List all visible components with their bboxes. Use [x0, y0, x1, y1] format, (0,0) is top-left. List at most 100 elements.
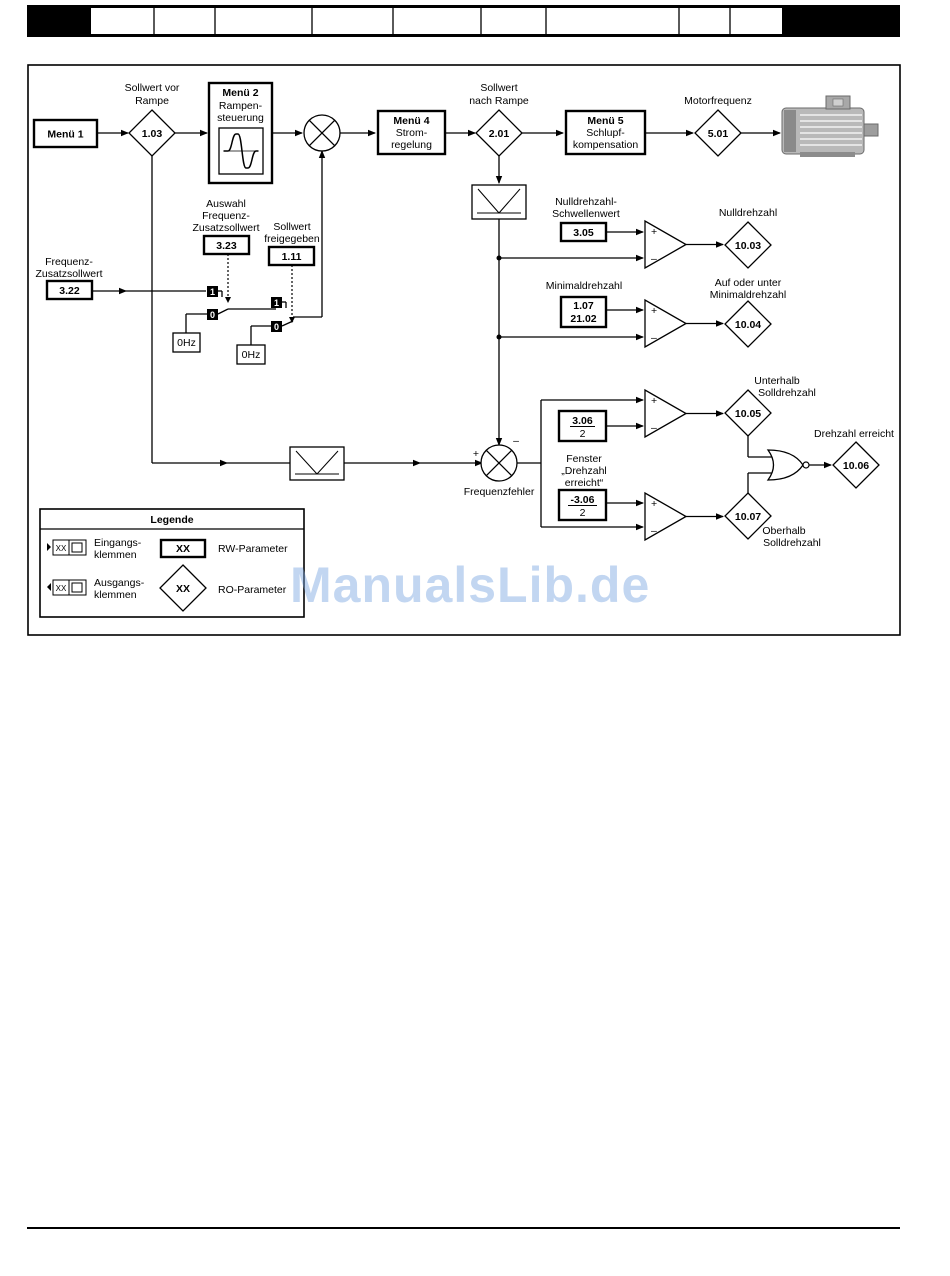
label-nulldrehzahl-schwelle-2: Schwellenwert: [552, 208, 620, 220]
legend-ro-label: RO-Parameter: [218, 584, 287, 596]
label-nach-rampe: nach Rampe: [469, 95, 529, 107]
comparator-4: [644, 491, 688, 542]
legend-eingang-klemmen: klemmen: [94, 549, 137, 561]
zero-hz-label-2: 0Hz: [242, 349, 261, 361]
comparator-4-minus: –: [651, 525, 657, 537]
label-auswahl-frequenz: Frequenz-: [202, 210, 250, 222]
param-5-01: 5.01: [708, 128, 729, 140]
label-sollwert-frei: Sollwert: [273, 221, 310, 233]
label-fenster-erreicht: erreicht“: [565, 477, 604, 489]
label-sollwert-nach: Sollwert: [480, 82, 517, 94]
param-10-03-diamond: [724, 221, 772, 269]
label-minimaldrehzahl: Minimaldrehzahl: [546, 280, 622, 292]
ramp-curve-icon: [224, 133, 258, 169]
ramp-block-bottom: [289, 446, 345, 481]
param-1-11: 1.11: [282, 251, 302, 263]
watermark: ManualsLib.de: [290, 557, 651, 613]
legend-output-xx: XX: [56, 584, 67, 593]
label-drehzahl-erreicht: Drehzahl erreicht: [814, 428, 894, 440]
param-3-06: 3.06: [572, 415, 593, 427]
comparator-2: [644, 298, 688, 349]
menu1-label: Menü 1: [47, 129, 83, 141]
zero-hz-box-2: [236, 344, 266, 365]
switch1-input-0: [207, 309, 218, 320]
legend-ausgang-klemmen: klemmen: [94, 589, 137, 601]
param-21-02: 21.02: [570, 313, 596, 325]
menu4-line2: regelung: [391, 139, 432, 151]
label-frequenz: Frequenz-: [45, 256, 93, 268]
comparator-2-plus: +: [651, 305, 657, 317]
diagram-frame: [27, 64, 901, 636]
param-1-07: 1.07: [573, 300, 594, 312]
param-1-03: 1.03: [142, 128, 163, 140]
legend-rw-label: RW-Parameter: [218, 543, 288, 555]
switch2-label-1: 1: [274, 298, 279, 308]
label-fenster: Fenster: [566, 453, 602, 465]
label-zusatzsollwert: Zusatzsollwert: [35, 268, 102, 280]
param-10-05: 10.05: [735, 408, 761, 420]
param-1-07-box: [559, 295, 608, 329]
param-10-07-diamond: [724, 492, 772, 540]
label-oberhalb-soll: Solldrehzahl: [763, 537, 821, 549]
legend-title: Legende: [150, 514, 193, 526]
header-bar: [27, 5, 900, 37]
param-neg-3-06: -3.06: [571, 494, 595, 506]
legend-ro-symbol: [159, 564, 207, 612]
nor-gate: [766, 449, 804, 481]
footer-line: [27, 1227, 900, 1229]
comparator-1: [644, 219, 688, 270]
param-2-01: 2.01: [489, 128, 510, 140]
menu5-line2: kompensation: [573, 139, 639, 151]
switch1-input-1: [207, 286, 218, 297]
param-3-23-box: [202, 234, 251, 256]
motor-icon: [781, 95, 879, 157]
label-auswahl-zusatz: Zusatzsollwert: [192, 222, 259, 234]
param-10-06-diamond: [832, 441, 880, 489]
label-auswahl: Auswahl: [206, 198, 246, 210]
param-10-04: 10.04: [735, 319, 761, 331]
label-unterhalb-soll: Solldrehzahl: [758, 387, 816, 399]
legend-ro-xx: XX: [176, 583, 190, 595]
label-auf-oder-unter-min: Minimaldrehzahl: [710, 289, 786, 301]
label-motorfrequenz: Motorfrequenz: [684, 95, 752, 107]
menu2-line2: steuerung: [217, 112, 264, 124]
param-10-03: 10.03: [735, 240, 761, 252]
menu2-line1: Rampen-: [219, 100, 263, 112]
zero-hz-box-1: [172, 332, 201, 353]
comparator-4-plus: +: [651, 498, 657, 510]
param-10-07: 10.07: [735, 511, 761, 523]
param-3-05: 3.05: [573, 227, 594, 239]
menu5-line1: Schlupf-: [586, 127, 625, 139]
label-auf-oder-unter: Auf oder unter: [715, 277, 782, 289]
menu4-box: [376, 109, 447, 156]
switch1-label-0: 0: [210, 310, 215, 320]
comparator-1-plus: +: [651, 226, 657, 238]
switch1-label-1: 1: [210, 287, 215, 297]
ramp-block-top: [471, 184, 527, 220]
label-oberhalb: Oberhalb: [762, 525, 805, 537]
menu5-box: [564, 109, 647, 156]
label-frequenzfehler: Frequenzfehler: [464, 486, 535, 498]
switch2-input-1: [271, 297, 282, 308]
label-nulldrehzahl-schwelle-1: Nulldrehzahl-: [555, 196, 617, 208]
param-10-04-diamond: [724, 300, 772, 348]
comparator-3-plus: +: [651, 395, 657, 407]
zero-hz-label-1: 0Hz: [177, 337, 196, 349]
menu4-title: Menü 4: [393, 115, 429, 127]
label-freigegeben: freigegeben: [264, 233, 320, 245]
param-3-22: 3.22: [59, 285, 80, 297]
menu4-line1: Strom-: [396, 127, 428, 139]
legend-rw-xx: XX: [176, 543, 190, 555]
comparator-3-minus: –: [651, 422, 657, 434]
param-3-23: 3.23: [216, 240, 237, 252]
plus-sign-summing: +: [473, 448, 479, 460]
label-rampe: Rampe: [135, 95, 169, 107]
comparator-3: [644, 388, 688, 439]
label-sollwert-vor: Sollwert vor: [125, 82, 180, 94]
label-fenster-drehzahl: „Drehzahl: [561, 465, 607, 477]
switch2-label-0: 0: [274, 322, 279, 332]
legend-eingang: Eingangs-: [94, 537, 142, 549]
legend-ausgang: Ausgangs-: [94, 577, 145, 589]
param-3-06-divisor: 2: [580, 428, 586, 440]
